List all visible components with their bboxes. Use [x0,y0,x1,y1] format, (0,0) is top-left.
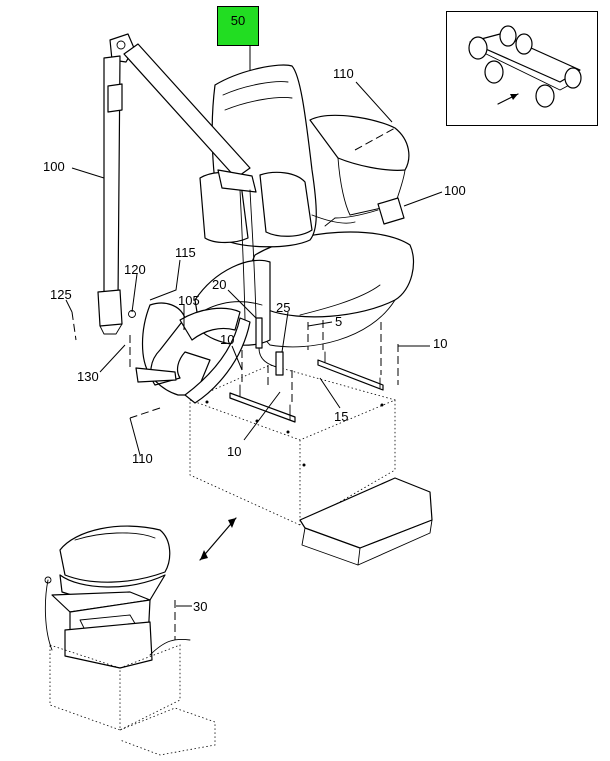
mounting-brackets [229,320,399,423]
callout-105[interactable]: 105 [178,293,200,308]
reference-lines [129,127,396,419]
callout-10-lower[interactable]: 10 [227,444,242,459]
seat-riser-box [189,364,433,566]
callout-115[interactable]: 115 [175,245,196,260]
lap-belt-anchor [128,302,251,404]
callout-100-left[interactable]: 100 [43,159,65,174]
seat-belt-webbing [71,33,257,341]
callout-30[interactable]: 30 [193,599,208,614]
callout-120[interactable]: 120 [124,262,146,277]
callout-110-top[interactable]: 110 [333,66,354,81]
callout-130[interactable]: 130 [77,369,99,384]
callout-5[interactable]: 5 [335,314,343,329]
direction-arrow [199,517,237,561]
callout-110-bottom[interactable]: 110 [132,451,153,466]
chassis-inset-frame [446,11,598,126]
callout-50-highlighted[interactable]: 50 [217,6,259,46]
callout-100-right[interactable]: 100 [444,183,466,198]
callout-125[interactable]: 125 [50,287,72,302]
callout-10-right[interactable]: 10 [433,336,448,351]
leader-lines [65,44,443,607]
buckle-assembly [324,197,405,227]
callout-25[interactable]: 25 [276,300,291,315]
callout-15[interactable]: 15 [334,409,349,424]
alternate-seat-inset [44,525,216,756]
seat-sensor-wiring [255,317,309,385]
callout-20[interactable]: 20 [212,277,227,292]
callout-10-upper[interactable]: 10 [220,332,235,347]
